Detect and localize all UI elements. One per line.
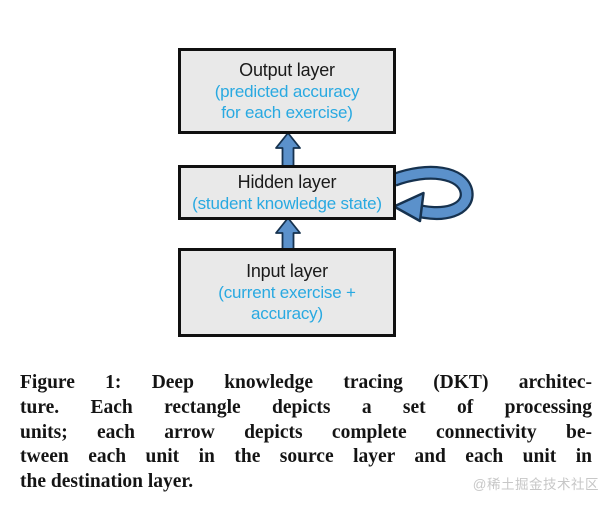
hidden-layer-box: Hidden layer (student knowledge state) (178, 165, 396, 220)
output-layer-title: Output layer (239, 59, 335, 80)
hidden-layer-title: Hidden layer (237, 171, 337, 192)
caption-line: ture. Each rectangle depicts a set of pr… (20, 396, 592, 418)
input-layer-subtitle-line1: (current exercise + (218, 283, 356, 302)
recurrent-loop-arrow-icon (391, 165, 474, 223)
hidden-layer-subtitle: (student knowledge state) (192, 193, 382, 213)
input-to-hidden-arrow-icon (275, 217, 301, 251)
caption-line: the destination layer. (20, 471, 194, 493)
dkt-architecture-figure: Output layer (predicted accuracy for eac… (178, 48, 474, 337)
hidden-to-output-arrow-icon (275, 132, 301, 168)
caption-line: tween each unit in the source layer and … (20, 446, 592, 468)
figure-caption: Figure 1: Deep knowledge tracing (DKT) a… (20, 371, 592, 495)
input-layer-subtitle-line2: accuracy) (251, 304, 323, 323)
output-layer-box: Output layer (predicted accuracy for eac… (178, 48, 396, 134)
input-layer-box: Input layer (current exercise + accuracy… (178, 248, 396, 337)
output-layer-subtitle-line1: (predicted accuracy (214, 81, 360, 101)
caption-line: units; each arrow depicts complete conne… (20, 421, 592, 443)
output-layer-subtitle-line2: for each exercise) (221, 102, 353, 122)
arrows-layer (275, 132, 474, 251)
input-layer-title: Input layer (246, 261, 328, 281)
watermark-text: @稀土掘金技术社区 (472, 477, 599, 492)
caption-line: Figure 1: Deep knowledge tracing (DKT) a… (20, 372, 592, 393)
